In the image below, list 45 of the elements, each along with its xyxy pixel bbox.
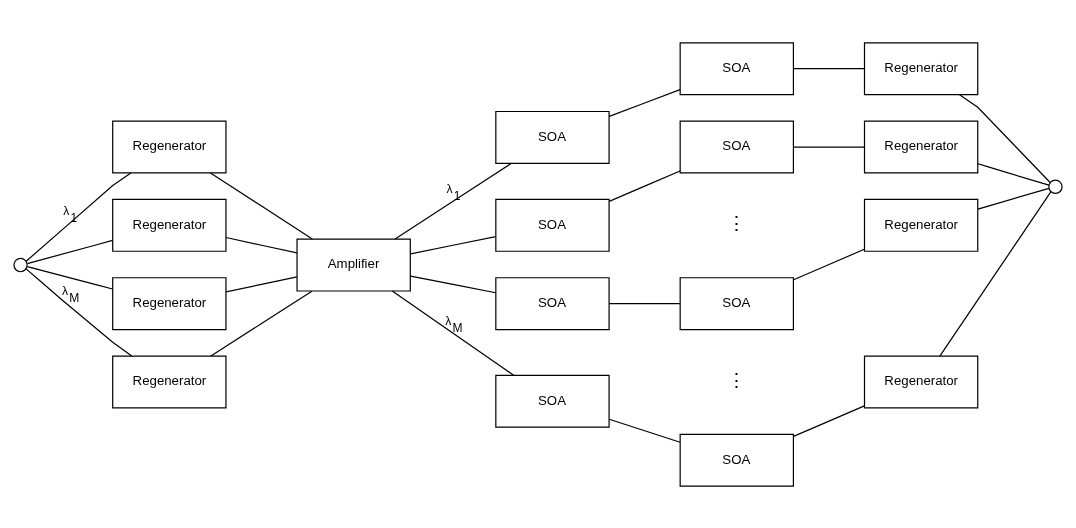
connector — [792, 248, 865, 280]
node-box: SOA — [679, 433, 794, 487]
connector — [210, 290, 313, 357]
connector — [410, 274, 497, 293]
connector — [939, 190, 1052, 357]
connector — [209, 171, 313, 240]
connector — [225, 236, 298, 254]
node-box: Amplifier — [296, 238, 411, 292]
connector — [977, 162, 1050, 186]
connector — [26, 265, 114, 290]
connector — [792, 145, 865, 148]
node-box: SOA — [679, 276, 794, 330]
node-box: SOA — [679, 120, 794, 174]
node-box: Regenerator — [863, 354, 979, 408]
connector — [608, 169, 681, 202]
connector — [608, 302, 681, 304]
label: ⋮ — [727, 369, 747, 391]
node-circle — [1048, 179, 1063, 194]
node-box: Regenerator — [863, 198, 979, 252]
node-box: SOA — [679, 41, 794, 95]
connector — [25, 267, 133, 356]
node-circle — [13, 257, 28, 272]
connector — [792, 67, 865, 69]
connector — [410, 235, 497, 254]
connector — [25, 171, 132, 262]
node-box: Regenerator — [112, 276, 227, 330]
connector — [391, 289, 515, 376]
node-box: Regenerator — [112, 354, 227, 408]
node-box: SOA — [495, 276, 610, 330]
connector — [608, 88, 681, 117]
label: ⋮ — [727, 212, 747, 234]
connector — [959, 93, 1051, 183]
node-box: SOA — [495, 198, 610, 252]
connector — [977, 187, 1050, 210]
node-box: SOA — [495, 110, 610, 164]
connector — [26, 239, 114, 264]
node-box: Regenerator — [863, 120, 979, 174]
node-box: Regenerator — [112, 120, 227, 174]
connector — [225, 275, 298, 292]
node-box: Regenerator — [112, 198, 227, 252]
connector — [608, 418, 681, 443]
connector — [394, 162, 512, 240]
node-box: SOA — [495, 374, 610, 428]
node-box: Regenerator — [863, 41, 979, 95]
connector — [792, 404, 865, 437]
